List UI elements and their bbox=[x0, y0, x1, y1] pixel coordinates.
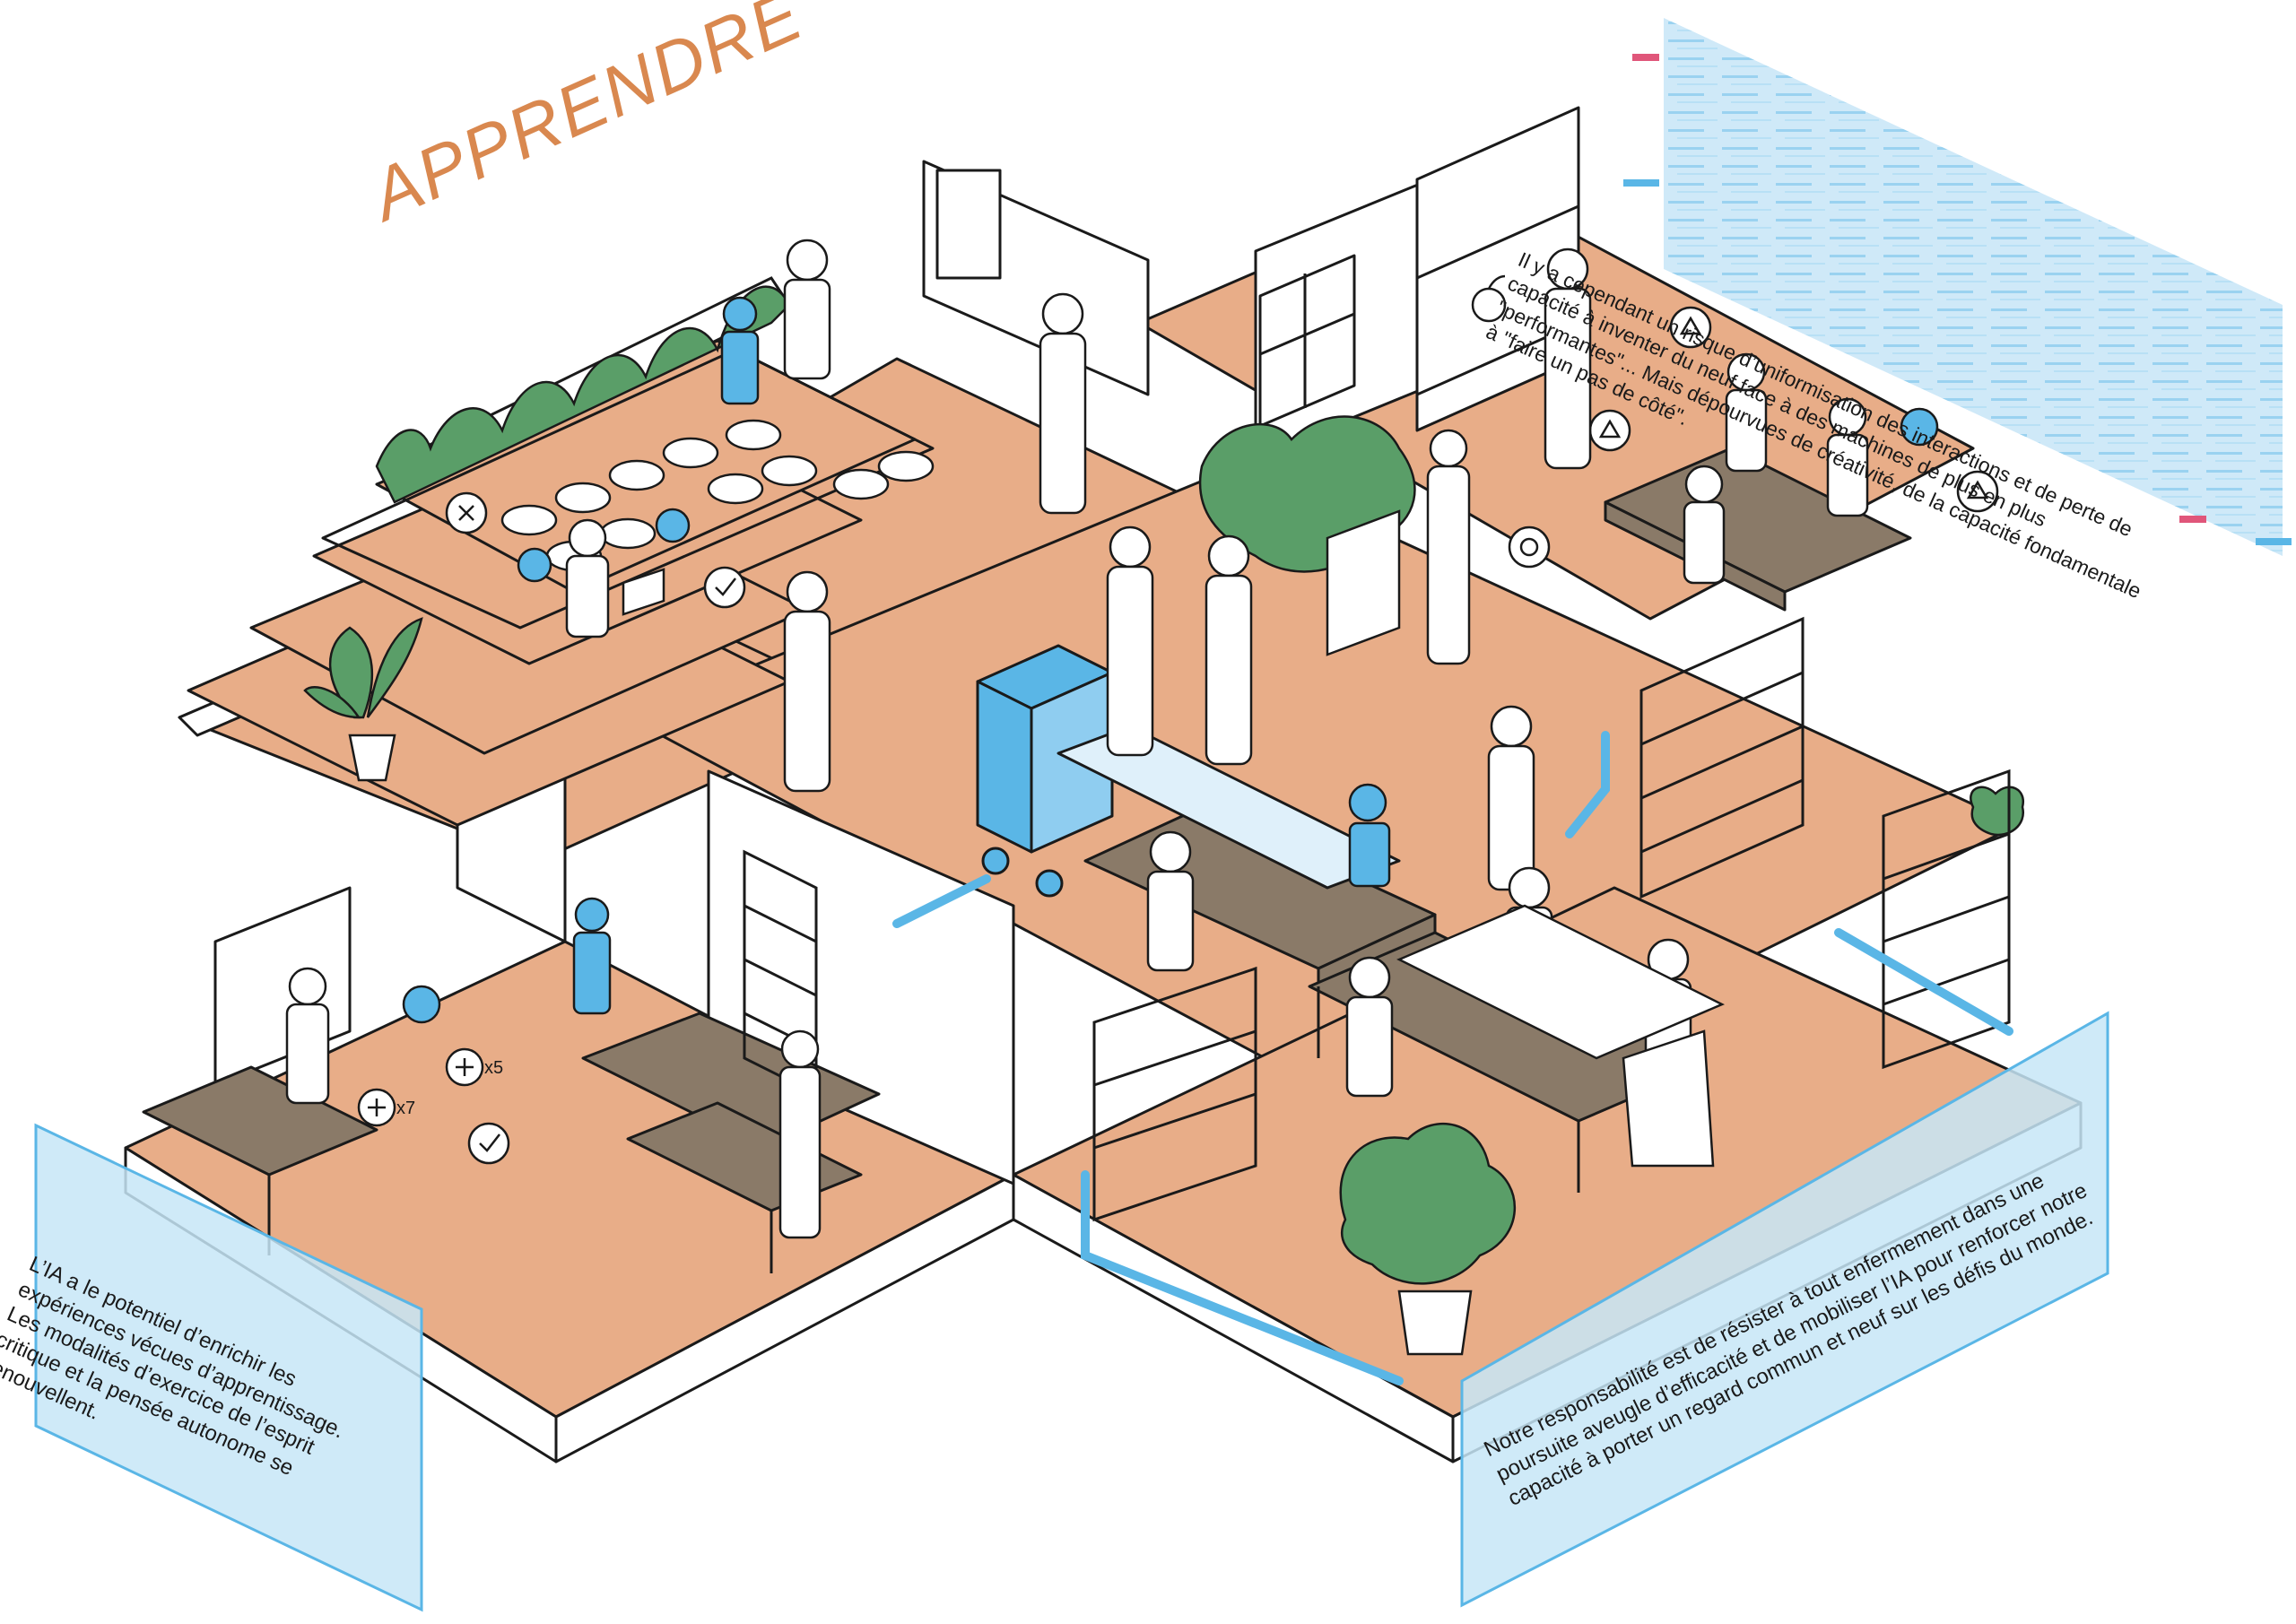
plus-bubble-icon bbox=[357, 1047, 484, 1127]
panel-top-right bbox=[1623, 18, 2292, 556]
badge-x5: x5 bbox=[484, 1058, 504, 1078]
x-bubble-icon bbox=[445, 491, 488, 534]
shelves bbox=[743, 616, 2011, 1222]
plant-icon bbox=[1198, 415, 1416, 656]
ai-machine bbox=[976, 644, 1401, 898]
laptop-icon bbox=[622, 568, 665, 616]
plant-icon bbox=[303, 617, 423, 782]
panel-left bbox=[34, 1123, 423, 1612]
badge-x7: x7 bbox=[396, 1099, 416, 1118]
plant-icon bbox=[1970, 786, 2025, 837]
textile bbox=[1396, 904, 1725, 1168]
bird-robot-icon bbox=[402, 407, 1939, 1024]
robot-icon bbox=[720, 296, 760, 405]
apple-icon bbox=[1471, 274, 1507, 323]
circle-bubble-icon bbox=[1508, 525, 1551, 569]
check-bubble-icon bbox=[467, 566, 746, 1165]
panel-bottom-right bbox=[1460, 1011, 2109, 1608]
robot-icon bbox=[1348, 783, 1391, 888]
blue-pipes bbox=[892, 731, 2013, 1385]
plant-icon bbox=[1339, 1122, 1517, 1356]
robot-icon bbox=[572, 897, 612, 1015]
